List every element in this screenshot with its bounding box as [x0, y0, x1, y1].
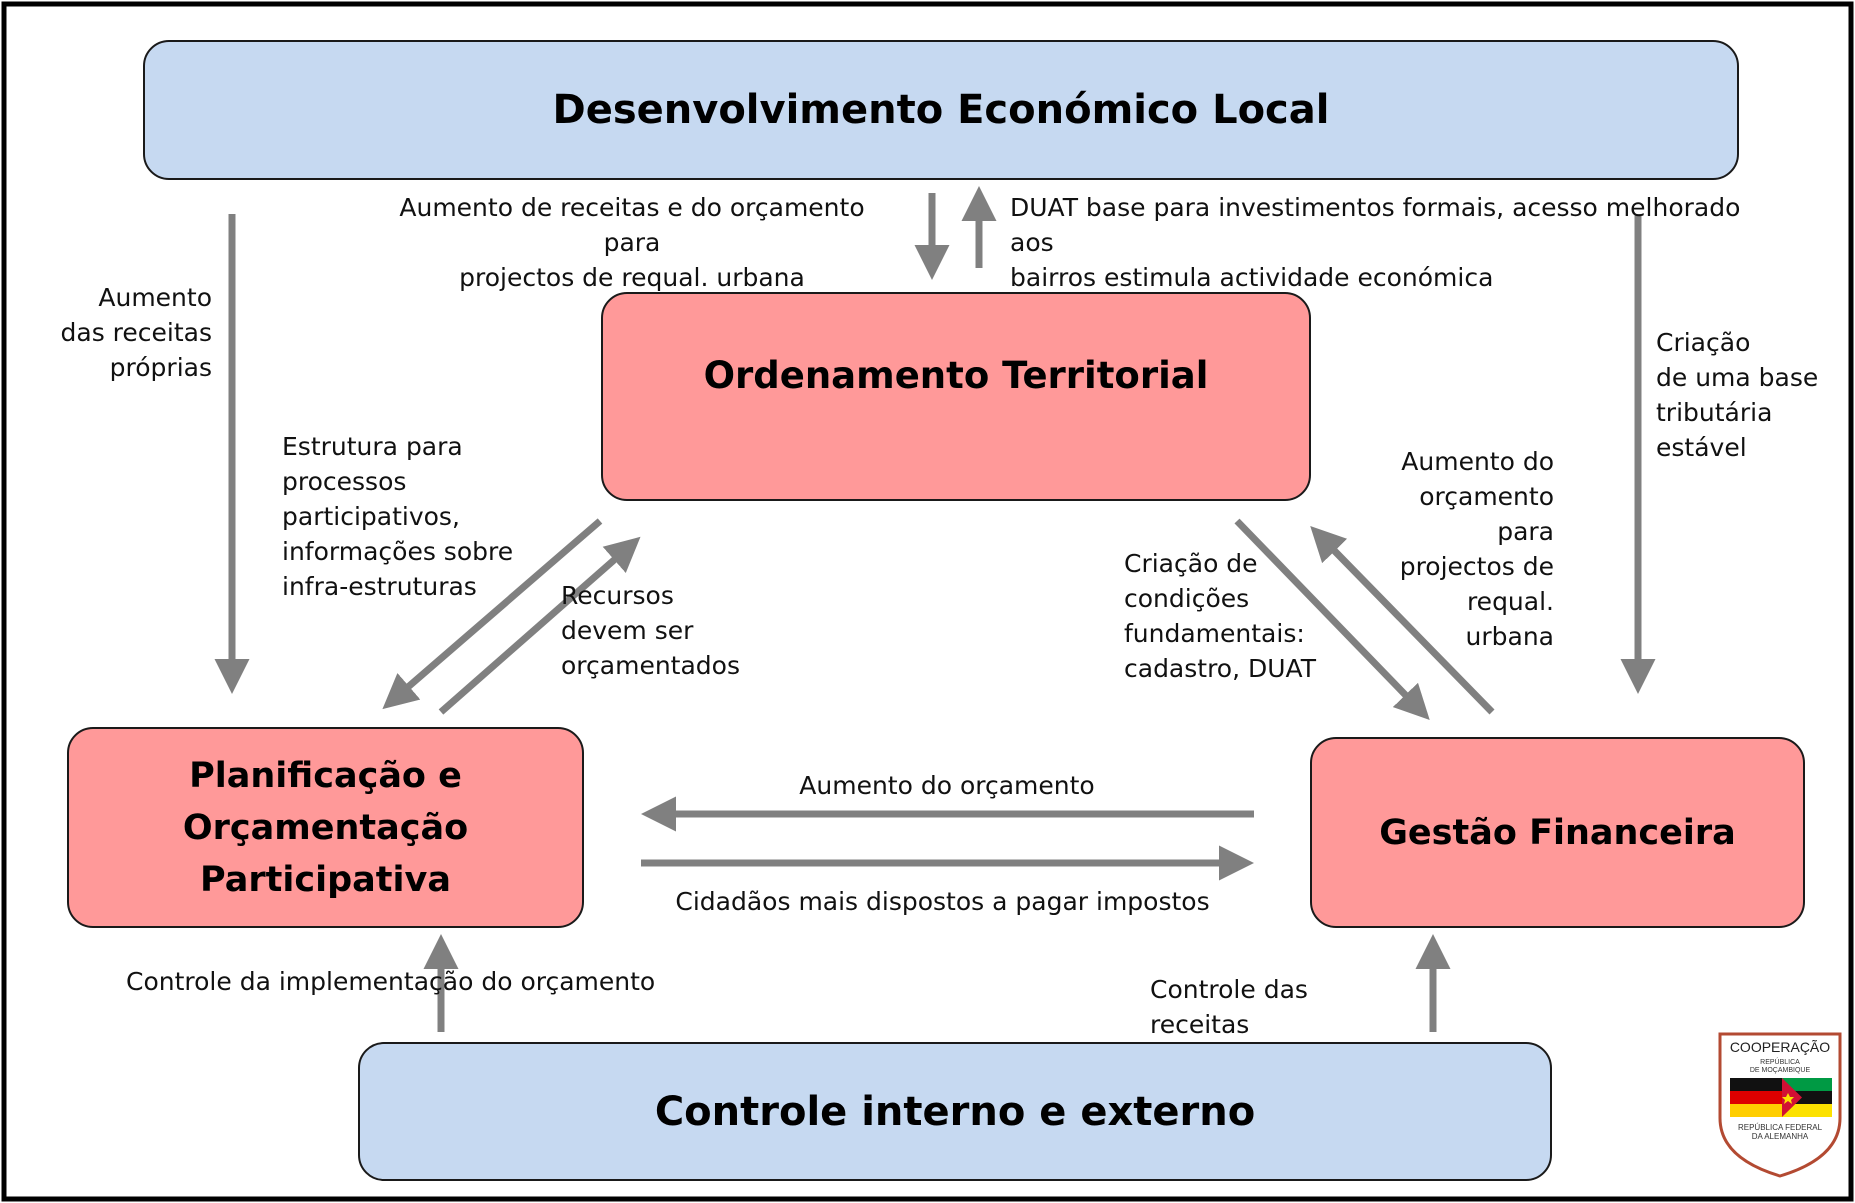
logo-line-2: DE MOÇAMBIQUE: [1750, 1067, 1811, 1074]
logo-line-4: DA ALEMANHA: [1752, 1132, 1809, 1141]
arrow-ot-to-pop: [382, 518, 603, 710]
box-planificacao-orcamentacao: Planificação e Orçamentação Participativ…: [67, 727, 584, 928]
box-controle-interno-externo: Controle interno e externo: [358, 1042, 1552, 1181]
german-flag-icon: [1730, 1078, 1782, 1091]
logo-line-3: REPÚBLICA FEDERAL: [1738, 1123, 1823, 1132]
arrow-pop-to-ot: [438, 536, 641, 715]
box-desenvolvimento-economico-local: Desenvolvimento Económico Local: [143, 40, 1739, 180]
label-cie-to-gf: Controle das receitas: [1150, 975, 1308, 1039]
box-ordenamento-territorial: Ordenamento Territorial: [601, 292, 1311, 501]
box-ot-text: Ordenamento Territorial: [703, 354, 1209, 397]
mozambique-flag-icon: [1782, 1078, 1832, 1117]
label-ot-to-gf: Criação de condições fundamentais: cadas…: [1124, 549, 1316, 683]
logo-line-1: REPÚBLICA: [1760, 1057, 1800, 1066]
label-cie-to-pop: Controle da implementação do orçamento: [126, 967, 656, 996]
label-gf-to-ot: Aumento do orçamento para projectos de r…: [1399, 447, 1554, 651]
label-ot-to-del: DUAT base para investimentos formais, ac…: [1010, 193, 1741, 292]
arrow-ot-to-gf: [1234, 518, 1430, 721]
label-pop-to-ot: Recursos devem ser orçamentados: [561, 581, 740, 680]
box-del-text: Desenvolvimento Económico Local: [552, 87, 1330, 133]
cooperation-logo: COOPERAÇÃO REPÚBLICA DE MOÇAMBIQUE REPÚB…: [1716, 1030, 1844, 1178]
box-cie-text: Controle interno e externo: [654, 1088, 1256, 1135]
label-pop-to-gf: Cidadãos mais dispostos a pagar impostos: [675, 887, 1210, 916]
label-del-to-ot: Aumento de receitas e do orçamento para …: [399, 193, 865, 292]
label-del-to-gf: Criação de uma base tributária estável: [1656, 328, 1819, 462]
label-ot-to-pop: Estrutura para processos participativos,…: [282, 432, 514, 601]
box-pop-line-3: Participativa: [200, 859, 451, 900]
box-pop-line-1: Planificação e: [189, 755, 462, 796]
arrow-gf-to-ot: [1310, 525, 1495, 715]
box-gestao-financeira: Gestão Financeira: [1310, 737, 1805, 928]
box-gf-text: Gestão Financeira: [1379, 812, 1736, 853]
box-pop-line-2: Orçamentação: [182, 807, 469, 848]
label-del-to-pop: Aumento das receitas próprias: [60, 283, 213, 382]
label-gf-to-pop: Aumento do orçamento: [799, 771, 1095, 800]
logo-title: COOPERAÇÃO: [1730, 1039, 1830, 1055]
